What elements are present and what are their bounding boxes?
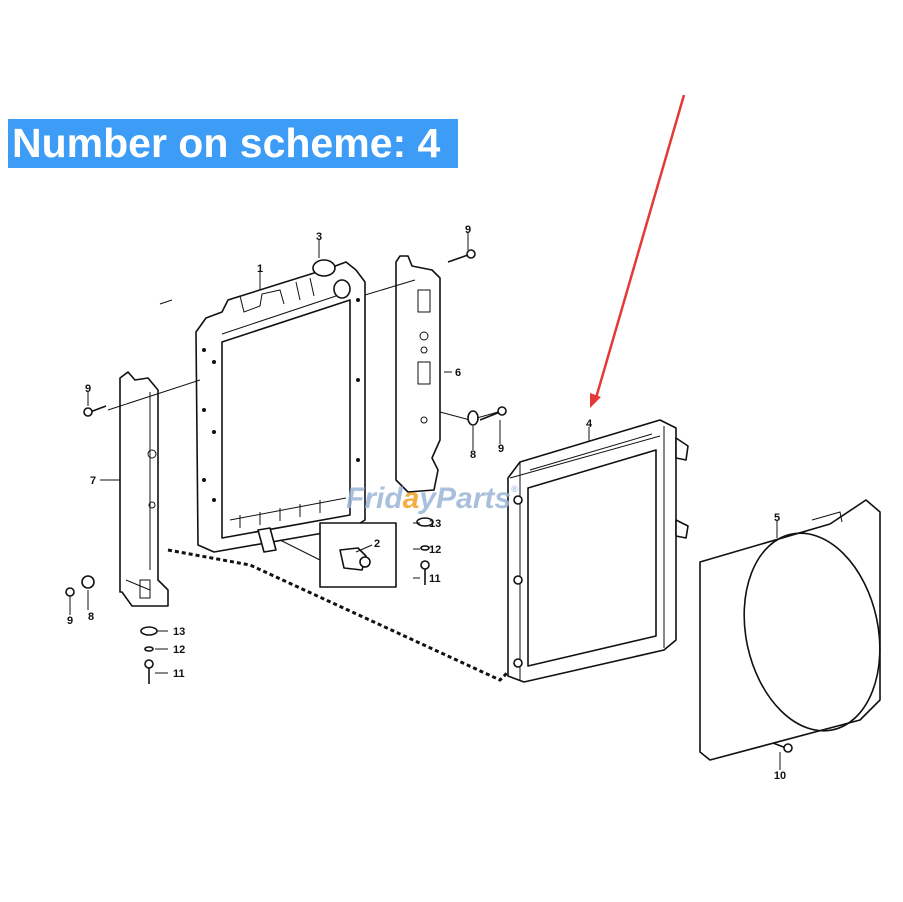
right-bracket-part-6[interactable] <box>395 255 441 493</box>
highlight-arrow <box>590 94 686 408</box>
callout-11-right: 11 <box>429 573 441 585</box>
callout-labels: 1 3 9 6 9 7 9 8 2 13 12 11 9 8 13 12 11 … <box>67 224 786 782</box>
callout-12-right: 12 <box>429 544 441 556</box>
fasteners[interactable] <box>65 249 793 753</box>
callout-5: 5 <box>774 512 780 524</box>
callout-8-right: 8 <box>470 449 476 461</box>
callout-13-right: 13 <box>429 518 441 530</box>
assembly-leader-lines <box>107 279 514 682</box>
radiator-part-1[interactable] <box>195 259 366 553</box>
callout-4: 4 <box>586 418 593 430</box>
callout-3: 3 <box>316 231 322 243</box>
callout-9-mid: 9 <box>498 443 504 455</box>
callout-7: 7 <box>90 475 96 487</box>
callout-2: 2 <box>374 538 380 550</box>
scheme-number-banner: Number on scheme: 4 <box>8 119 458 168</box>
callout-12-left: 12 <box>173 644 185 656</box>
fan-shroud-part-5[interactable] <box>699 499 897 761</box>
callout-10: 10 <box>774 770 786 782</box>
callout-9-left: 9 <box>85 383 91 395</box>
cooler-part-4[interactable] <box>507 419 689 683</box>
callout-1: 1 <box>257 263 263 275</box>
sensor-part-2[interactable] <box>319 522 397 588</box>
left-bracket-part-7[interactable] <box>119 371 169 607</box>
callout-8-left: 8 <box>88 611 94 623</box>
watermark-logo: FridayParts® <box>346 482 518 515</box>
callout-13-left: 13 <box>173 626 185 638</box>
callout-11-left: 11 <box>173 668 185 680</box>
callout-6: 6 <box>455 367 461 379</box>
callout-9-top: 9 <box>465 224 471 236</box>
callout-9-bottom: 9 <box>67 615 73 627</box>
